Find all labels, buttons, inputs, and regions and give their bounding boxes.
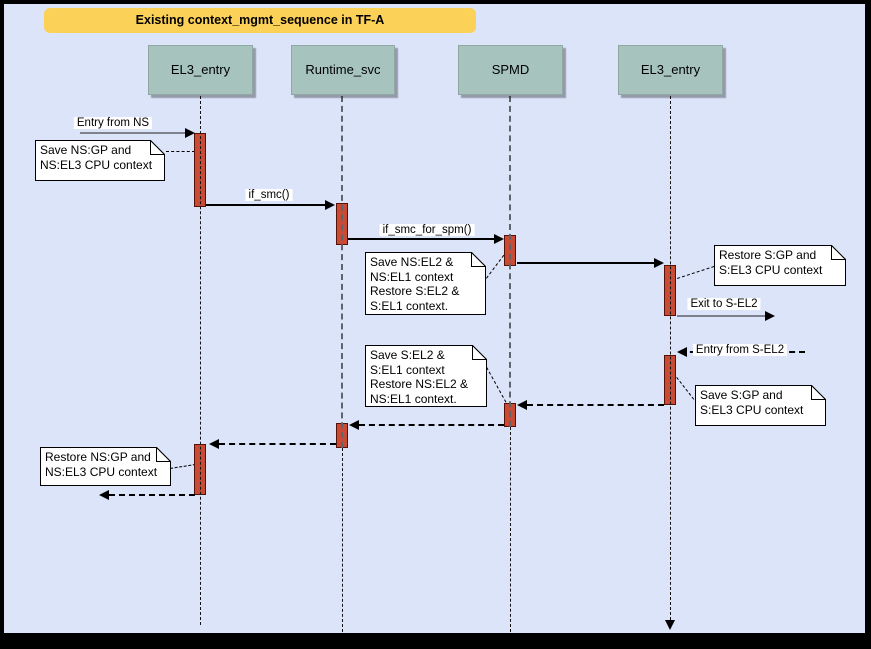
message-line-if-smc-for-spm [348, 238, 495, 240]
note-shape-icon [365, 345, 487, 407]
note-shape-icon [35, 140, 165, 181]
message-label-if-smc: if_smc() [245, 189, 293, 201]
lifeline-runtime-svc-lower [342, 448, 343, 632]
message-label-exit-to-s-el2: Exit to S-EL2 [687, 298, 761, 310]
message-line-spmd-to-el3 [517, 262, 655, 264]
arrowhead-left-icon [517, 400, 527, 410]
arrowhead-left-icon [209, 439, 219, 449]
lifeline-header-el3-entry-right: EL3_entry [618, 45, 723, 95]
note-shape-icon [365, 252, 486, 315]
message-label-if-smc-for-spm: if_smc_for_spm() [379, 224, 475, 236]
lifeline-spmd-lower [510, 427, 511, 632]
lifeline-el3-entry-left [200, 96, 201, 625]
arrowhead-right-icon [654, 258, 664, 268]
message-line-return-to-runtime-svc [359, 424, 504, 426]
diagram-canvas [4, 4, 865, 633]
arrowhead-right-icon [765, 311, 775, 321]
note-text: Save S:EL2 & S:EL1 context Restore NS:EL… [370, 348, 469, 406]
message-line-return-to-spmd [527, 404, 664, 406]
note-connector [166, 151, 195, 152]
note-shape-icon [714, 245, 846, 286]
note-text: Save NS:GP and NS:EL3 CPU context [40, 143, 153, 172]
message-line-entry-from-ns [80, 132, 186, 134]
note-shape-icon [695, 385, 826, 426]
note-save-s-gp: Save S:GP and S:EL3 CPU context [695, 385, 826, 426]
message-label-entry-from-ns: Entry from NS [73, 117, 153, 129]
diagram-title: Existing context_mgmt_sequence in TF-A [44, 8, 476, 33]
message-line-exit-to-s-el2 [677, 315, 766, 317]
message-label-entry-from-s-el2: Entry from S-EL2 [692, 344, 788, 356]
lifeline-end-arrow-icon [665, 620, 675, 630]
arrowhead-right-icon [494, 234, 504, 244]
arrowhead-left-icon [677, 347, 687, 357]
note-restore-s-gp: Restore S:GP and S:EL3 CPU context [714, 245, 846, 286]
note-text: Save S:GP and S:EL3 CPU context [700, 388, 804, 417]
note-save-s-el2: Save S:EL2 & S:EL1 context Restore NS:EL… [365, 345, 487, 407]
note-text: Save NS:EL2 & NS:EL1 context Restore S:E… [370, 255, 460, 313]
lifeline-header-el3-entry-left: EL3_entry [148, 45, 253, 95]
note-text: Restore S:GP and S:EL3 CPU context [719, 248, 823, 277]
note-save-ns-gp: Save NS:GP and NS:EL3 CPU context [35, 140, 165, 181]
lifeline-header-runtime-svc: Runtime_svc [291, 45, 395, 95]
arrowhead-left-icon [349, 420, 359, 430]
note-save-ns-el2: Save NS:EL2 & NS:EL1 context Restore S:E… [365, 252, 486, 315]
message-line-return-to-ns [109, 494, 195, 496]
note-shape-icon [40, 447, 171, 486]
arrowhead-left-icon [99, 490, 109, 500]
message-line-if-smc [206, 204, 326, 206]
lifeline-header-spmd: SPMD [458, 45, 563, 95]
lifeline-spmd [509, 96, 511, 427]
arrowhead-right-icon [185, 128, 195, 138]
lifeline-runtime-svc [341, 96, 343, 448]
message-line-return-to-el3-left [219, 443, 336, 445]
arrowhead-right-icon [325, 200, 335, 210]
note-text: Restore NS:GP and NS:EL3 CPU context [45, 450, 158, 479]
note-restore-ns-gp: Restore NS:GP and NS:EL3 CPU context [40, 447, 171, 486]
lifeline-el3-entry-right [670, 96, 671, 620]
